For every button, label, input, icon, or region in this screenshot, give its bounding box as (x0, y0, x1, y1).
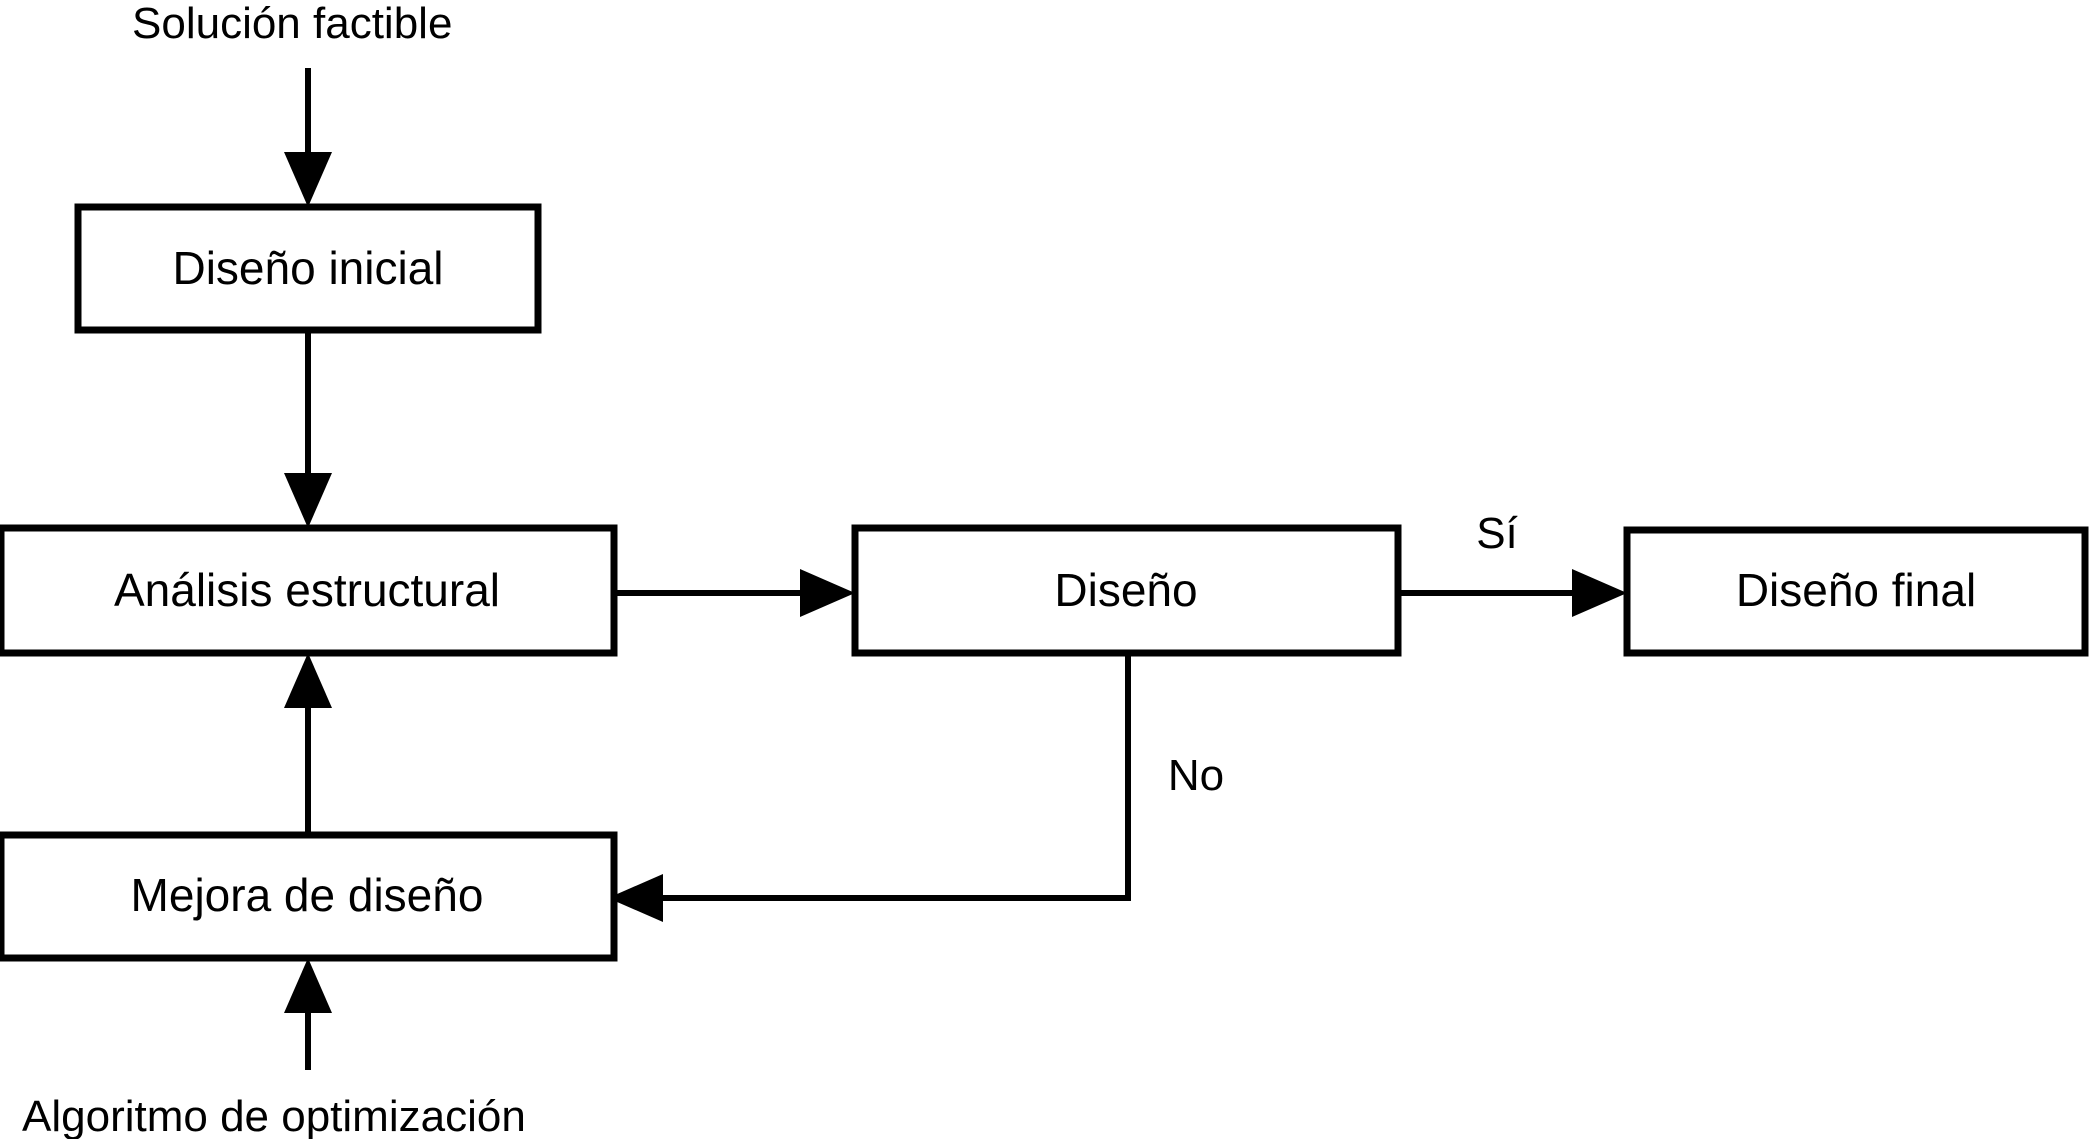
edge-analisis-to-diseno (614, 569, 855, 617)
label-solucion-factible: Solución factible (132, 0, 452, 48)
edge-diseno-to-diseno-final (1398, 569, 1627, 617)
node-label-analisis-estructural: Análisis estructural (114, 564, 500, 616)
node-label-diseno: Diseño (1054, 564, 1197, 616)
node-mejora-de-diseno[interactable]: Mejora de diseño (0, 831, 618, 962)
edge-diseno-inicial-to-analisis (284, 330, 332, 528)
label-algoritmo-de-optimizacion: Algoritmo de optimización (22, 1092, 526, 1139)
edge-algoritmo-to-mejora (284, 958, 332, 1070)
node-diseno[interactable]: Diseño (851, 524, 1402, 657)
edge-diseno-to-mejora (608, 653, 1131, 922)
node-label-diseno-inicial: Diseño inicial (172, 242, 443, 294)
edge-label-no: No (1168, 751, 1224, 800)
edge-mejora-to-analisis (284, 653, 332, 835)
node-diseno-final[interactable]: Diseño final (1623, 526, 2089, 657)
node-label-mejora-de-diseno: Mejora de diseño (131, 869, 484, 921)
edge-solucion-factible-to-diseno-inicial (284, 68, 332, 207)
node-label-diseno-final: Diseño final (1736, 564, 1976, 616)
node-diseno-inicial[interactable]: Diseño inicial (74, 203, 542, 334)
node-analisis-estructural[interactable]: Análisis estructural (0, 524, 618, 657)
edge-label-si: Sí (1476, 509, 1518, 558)
